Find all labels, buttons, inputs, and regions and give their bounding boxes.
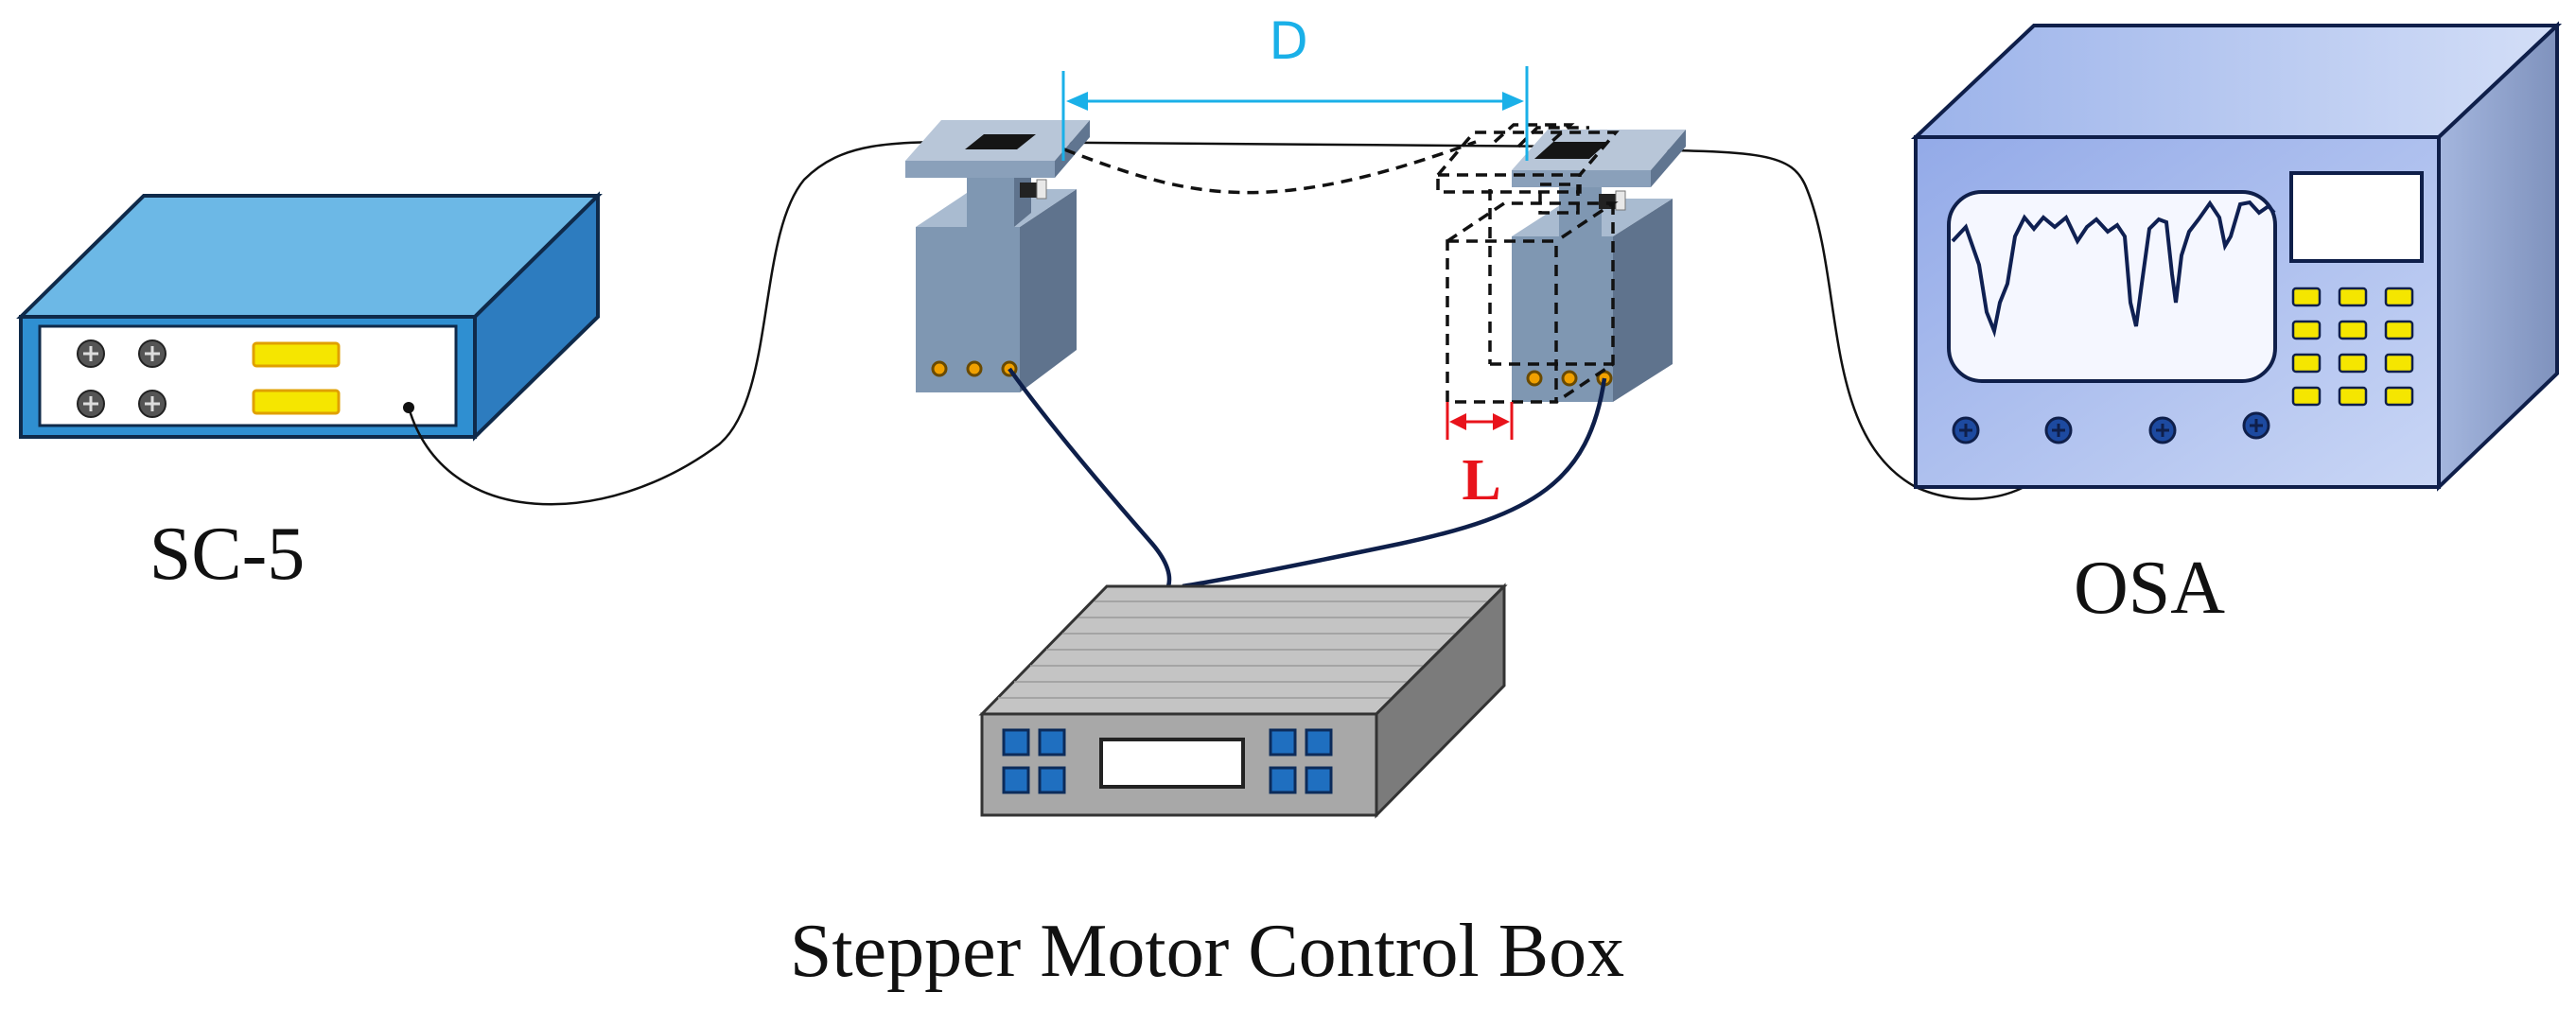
osa-key	[2291, 320, 2322, 340]
stage-left-knob	[1020, 183, 1039, 198]
sc5-knob-icon	[138, 390, 166, 418]
stage-right-connector-dot	[1561, 370, 1578, 387]
osa-knob-icon	[2242, 411, 2270, 440]
stage-left-connector-dot	[931, 360, 948, 377]
stage-right-knob	[1599, 194, 1618, 209]
translation-stage-left	[905, 120, 1090, 392]
optical-fiber	[407, 140, 2060, 506]
osa-key	[2384, 287, 2414, 307]
fiber-clamp-right	[1534, 142, 1608, 159]
controller-key	[1269, 766, 1297, 794]
osa-key	[2338, 353, 2368, 374]
controller-key	[1038, 728, 1066, 757]
stage-left-knob-cap	[1036, 179, 1047, 200]
stage-left-platform-front	[905, 161, 1055, 178]
sc5-knob-icon	[77, 390, 105, 418]
arrowhead-right-icon	[1502, 92, 1524, 111]
stage-right-connector-dot	[1526, 370, 1543, 387]
analyzer-label: OSA	[2074, 547, 2225, 630]
stage-right-knob-cap	[1615, 190, 1626, 211]
osa-key	[2291, 287, 2322, 307]
osa-knob-icon	[1952, 416, 1980, 444]
osa-secondary-display	[2289, 171, 2424, 263]
dashed-bent-fiber	[1063, 140, 1477, 195]
controller-key	[1305, 728, 1333, 757]
fiber-source-to-stage1	[407, 140, 975, 506]
osa-screen	[1947, 190, 2277, 383]
controller-label: Stepper Motor Control Box	[790, 910, 1624, 993]
osa-knob-icon	[2148, 416, 2177, 444]
osa-input-port-icon	[2044, 416, 2073, 444]
translation-stage-right	[1512, 130, 1686, 402]
osa-key	[2338, 287, 2368, 307]
osa-keypad	[2291, 287, 2414, 407]
stage-right-base-side	[1613, 199, 1673, 402]
controller-key	[1002, 766, 1030, 794]
controller-display	[1099, 738, 1245, 789]
osa-key	[2338, 386, 2368, 407]
controller-key	[1305, 766, 1333, 794]
displacement-dimension	[1446, 402, 1514, 440]
sc5-yellow-display	[252, 341, 341, 368]
controller-vent-lines	[998, 600, 1489, 699]
controller-key	[1269, 728, 1297, 757]
osa-key	[2291, 353, 2322, 374]
arrowhead-right-icon	[1493, 413, 1510, 430]
control-cables	[1008, 367, 1607, 589]
sc5-yellow-display	[252, 389, 341, 415]
stage-left-connector-dot	[966, 360, 983, 377]
cable-stage-left-to-controller	[1008, 367, 1172, 587]
controller-key	[1002, 728, 1030, 757]
arrowhead-left-icon	[1449, 413, 1466, 430]
sc5-front-panel	[38, 324, 458, 427]
cable-stage-right-to-controller	[1182, 377, 1607, 589]
sc5-light-source	[16, 191, 603, 442]
osa-key	[2338, 320, 2368, 340]
stage-right-platform-side	[1651, 130, 1686, 187]
spectrum-trace	[1951, 200, 2276, 338]
stage-left-base-side	[1020, 189, 1077, 392]
stage-left-platform-side	[1055, 120, 1090, 178]
distance-label: D	[1269, 11, 1308, 71]
displacement-label: L	[1462, 448, 1500, 513]
stage-left-post	[967, 168, 1014, 227]
osa-key	[2384, 386, 2414, 407]
optical-spectrum-analyzer	[1910, 21, 2563, 492]
osa-key	[2384, 320, 2414, 340]
source-label: SC-5	[149, 513, 306, 596]
osa-key	[2291, 386, 2322, 407]
osa-key	[2384, 353, 2414, 374]
fiber-clamp-left	[965, 134, 1036, 149]
controller-key	[1038, 766, 1066, 794]
sc5-knob-icon	[138, 339, 166, 368]
stepper-motor-control-box	[978, 583, 1508, 819]
sc5-knob-icon	[77, 339, 105, 368]
fiber-stage2-to-osa	[1607, 148, 2060, 500]
distance-dimension	[1061, 66, 1529, 161]
arrowhead-left-icon	[1066, 92, 1088, 111]
displaced-stage-outline	[1063, 123, 1620, 404]
